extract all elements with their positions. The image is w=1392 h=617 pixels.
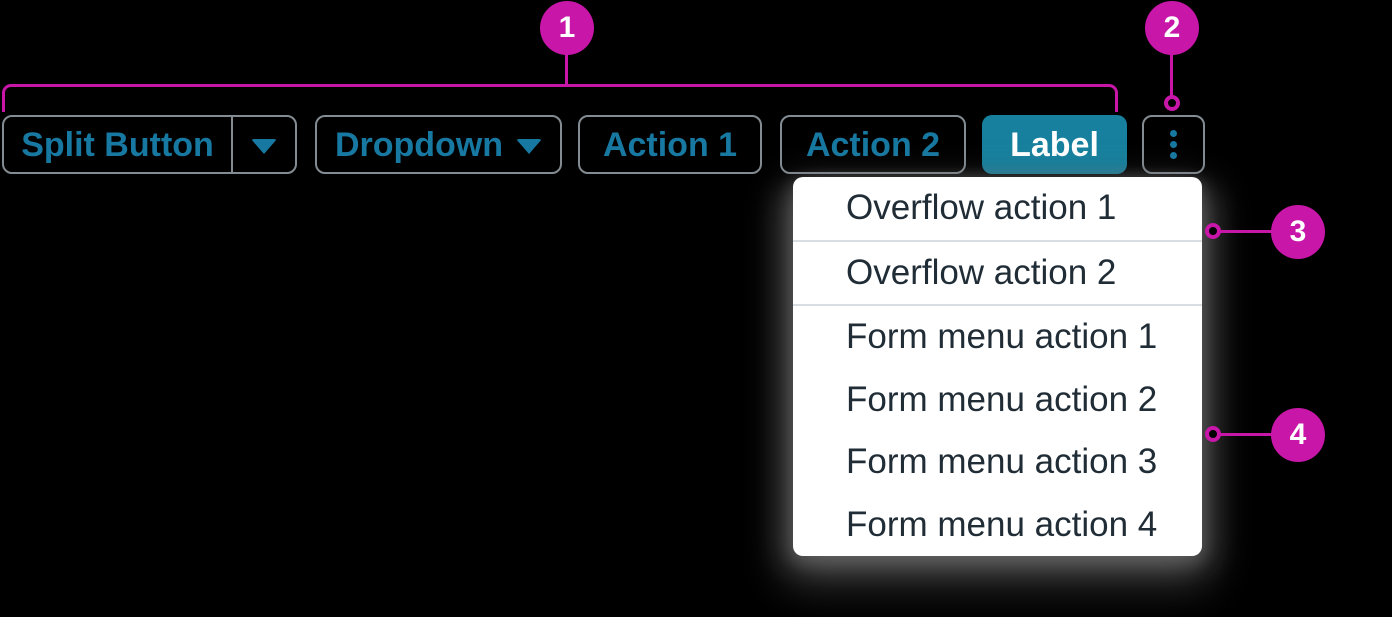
annotation-marker-2-number: 2	[1163, 11, 1181, 44]
split-button-main[interactable]: Split Button	[4, 117, 231, 172]
menu-item-label: Form menu action 1	[846, 317, 1158, 357]
split-button: Split Button	[2, 115, 297, 174]
split-button-caret-segment[interactable]	[233, 117, 295, 172]
kebab-vertical-icon	[1170, 130, 1177, 159]
annotation-line-2	[1170, 53, 1173, 96]
label-button-label: Label	[1010, 125, 1099, 164]
action-2-button-label: Action 2	[805, 125, 941, 164]
annotation-marker-4-number: 4	[1289, 418, 1307, 451]
caret-down-icon	[516, 138, 543, 154]
annotation-marker-4: 4	[1271, 408, 1325, 462]
menu-item-form-menu-action-4[interactable]: Form menu action 4	[793, 494, 1202, 557]
menu-item-form-menu-action-3[interactable]: Form menu action 3	[793, 431, 1202, 494]
annotation-line-1	[565, 53, 568, 84]
overflow-menu: Overflow action 1 Overflow action 2 Form…	[793, 177, 1202, 556]
overflow-kebab-button[interactable]	[1142, 115, 1205, 174]
menu-item-label: Form menu action 3	[846, 442, 1158, 482]
label-button[interactable]: Label	[982, 115, 1127, 174]
menu-item-form-menu-action-2[interactable]: Form menu action 2	[793, 369, 1202, 432]
annotation-bracket	[2, 84, 1118, 112]
annotation-anchor-dot-3	[1205, 223, 1221, 239]
action-1-button[interactable]: Action 1	[578, 115, 762, 174]
action-2-button[interactable]: Action 2	[780, 115, 966, 174]
annotation-anchor-dot-4	[1205, 426, 1221, 442]
menu-item-label: Overflow action 1	[846, 188, 1117, 228]
dropdown-button-label: Dropdown	[334, 125, 504, 164]
menu-item-label: Form menu action 2	[846, 379, 1158, 419]
annotation-marker-1: 1	[540, 1, 594, 55]
action-1-button-label: Action 1	[602, 125, 738, 164]
menu-item-label: Overflow action 2	[846, 252, 1117, 292]
menu-item-overflow-action-1[interactable]: Overflow action 1	[793, 177, 1202, 242]
split-button-divider	[231, 117, 233, 172]
dropdown-button[interactable]: Dropdown	[315, 115, 562, 174]
annotation-line-4	[1220, 433, 1272, 436]
menu-item-form-menu-action-1[interactable]: Form menu action 1	[793, 306, 1202, 369]
menu-item-label: Form menu action 4	[846, 504, 1158, 544]
annotation-marker-3-number: 3	[1289, 215, 1307, 248]
annotation-anchor-dot-2	[1164, 95, 1180, 111]
menu-item-overflow-action-2[interactable]: Overflow action 2	[793, 242, 1202, 306]
annotation-marker-2: 2	[1145, 1, 1199, 55]
caret-down-icon	[251, 138, 277, 154]
annotation-marker-3: 3	[1271, 205, 1325, 259]
annotation-marker-1-number: 1	[558, 11, 576, 44]
split-button-label: Split Button	[21, 125, 214, 164]
annotation-line-3	[1220, 230, 1272, 233]
